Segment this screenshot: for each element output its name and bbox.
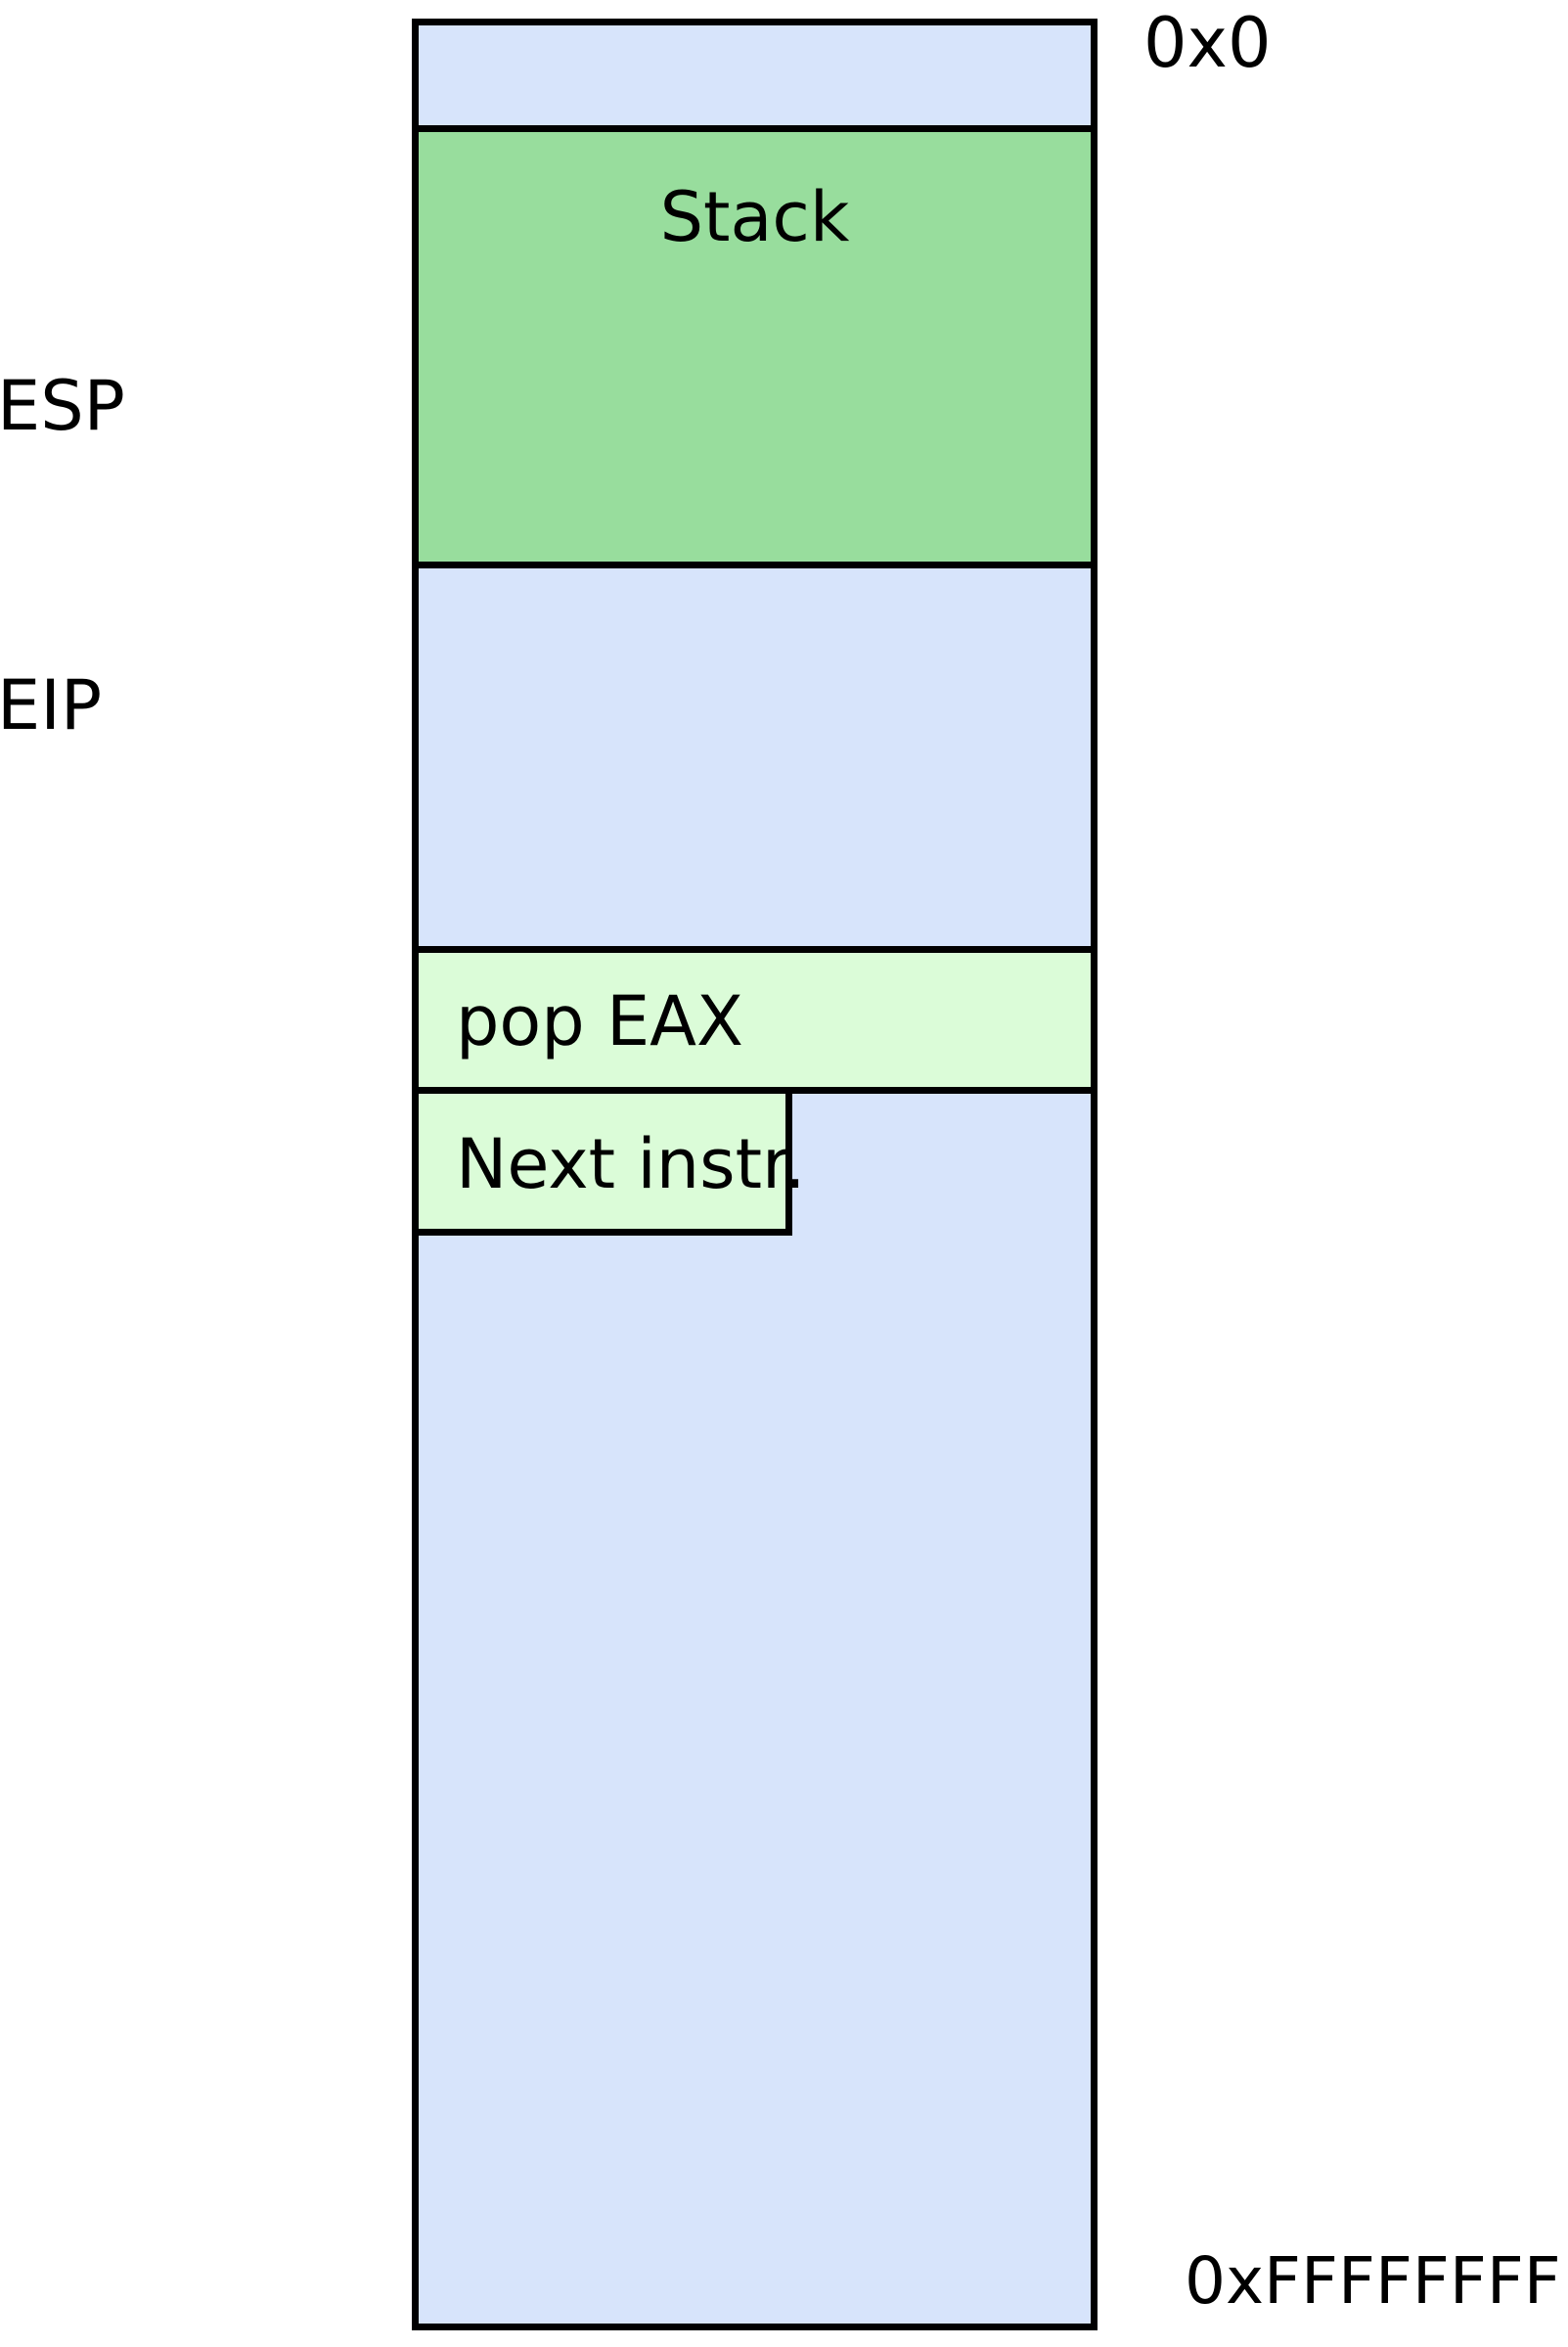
memory-region-mid-free — [419, 568, 1091, 953]
pop-eax-instruction-label: pop EAX — [456, 981, 744, 1061]
memory-region-stack: Stack — [419, 132, 1091, 568]
memory-column: Stack pop EAX Next instr. — [412, 19, 1098, 2330]
memory-region-next-instruction: Next instr. — [419, 1094, 806, 1236]
esp-register-label: ESP — [0, 366, 125, 446]
next-instruction-label: Next instr. — [456, 1124, 806, 1204]
memory-region-pop-eax: pop EAX — [419, 953, 1091, 1094]
memory-region-bottom-free: Next instr. — [419, 1094, 1091, 2324]
memory-region-top-free — [419, 25, 1091, 132]
stack-region-label: Stack — [659, 177, 850, 257]
address-label-top: 0x0 — [1143, 3, 1272, 83]
eip-register-label: EIP — [0, 665, 103, 745]
address-label-bottom: 0xFFFFFFFF — [1185, 2243, 1561, 2319]
